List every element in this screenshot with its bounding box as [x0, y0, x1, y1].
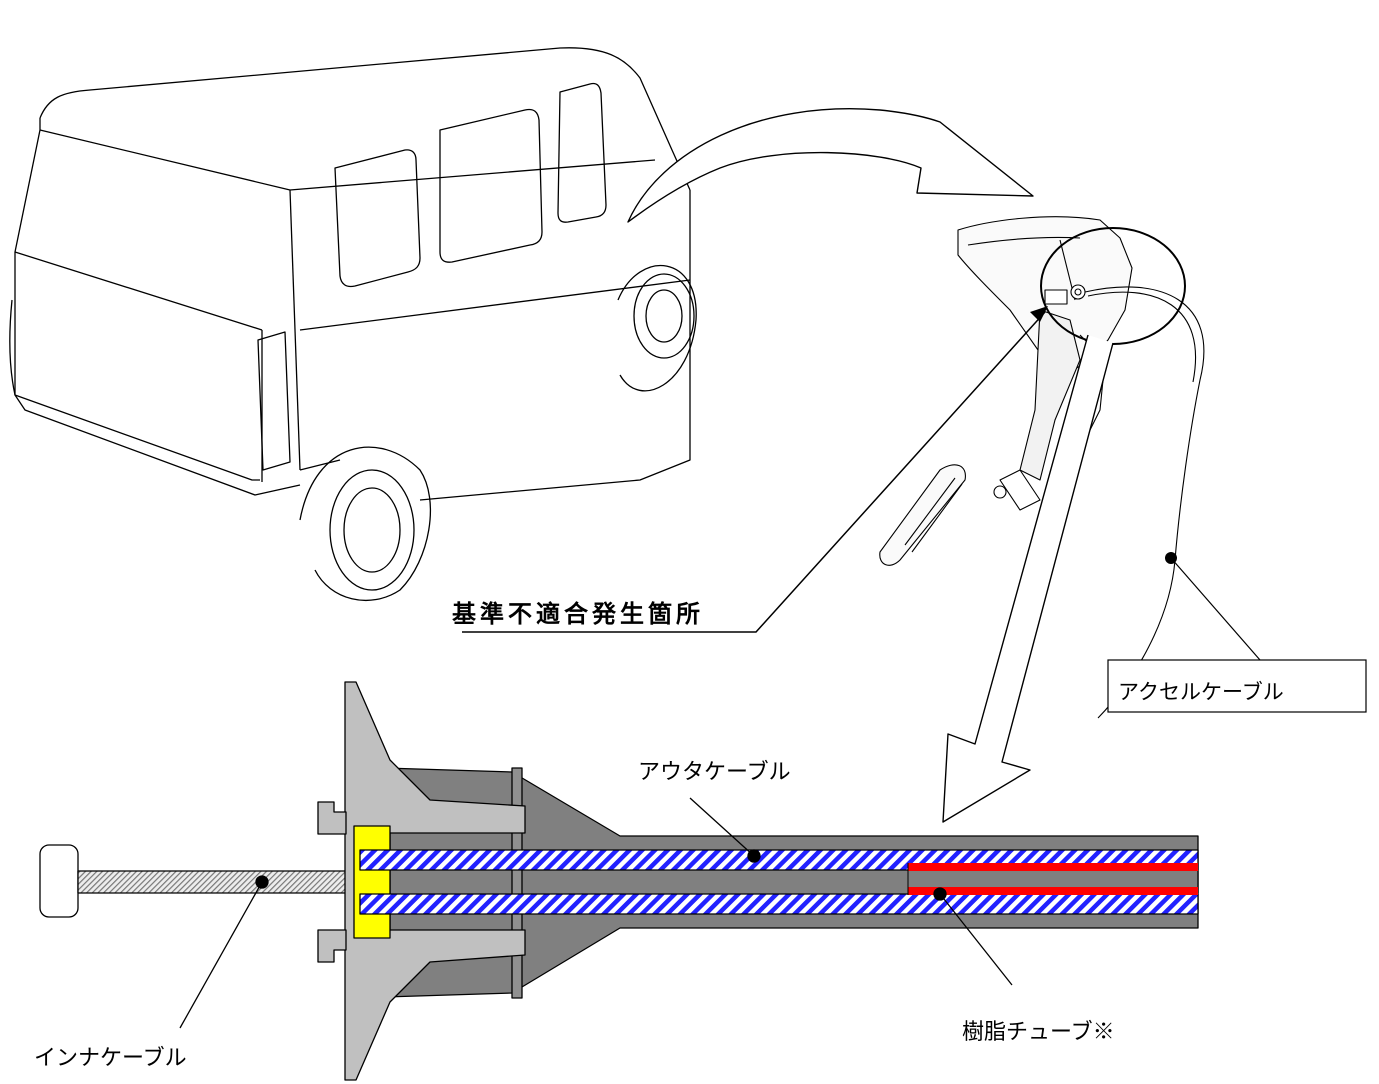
- zoom-arrow-icon: [627, 108, 1034, 223]
- defect-leader-arrowhead: [1030, 306, 1048, 322]
- resin-tube-bottom: [908, 887, 1198, 895]
- defect-location-label: 基準不適合発生箇所: [452, 599, 704, 628]
- resin-tube-top: [908, 863, 1198, 871]
- inner-cable-end: [39, 844, 79, 918]
- van-illustration: [9, 47, 697, 602]
- inner-cable-label: インナケーブル: [34, 1046, 187, 1071]
- cable-housing: [384, 767, 1199, 998]
- accelerator-cable-label-box: [1107, 659, 1367, 713]
- resin-tube-label: 樹脂チューブ※: [962, 1020, 1115, 1045]
- accelerator-pedal-illustration: [879, 216, 1205, 719]
- outer-cable-label: アウタケーブル: [638, 760, 791, 785]
- zoom-arrow-down: [942, 334, 1114, 823]
- accel-cable-leader: [1170, 557, 1261, 661]
- outer-liner-bottom: [359, 893, 1199, 915]
- defect-leader-line: [462, 311, 1046, 633]
- cable-cross-section: [39, 681, 1199, 1081]
- accelerator-cable-label: アクセルケーブル: [1118, 680, 1284, 704]
- yellow-washer: [353, 825, 391, 939]
